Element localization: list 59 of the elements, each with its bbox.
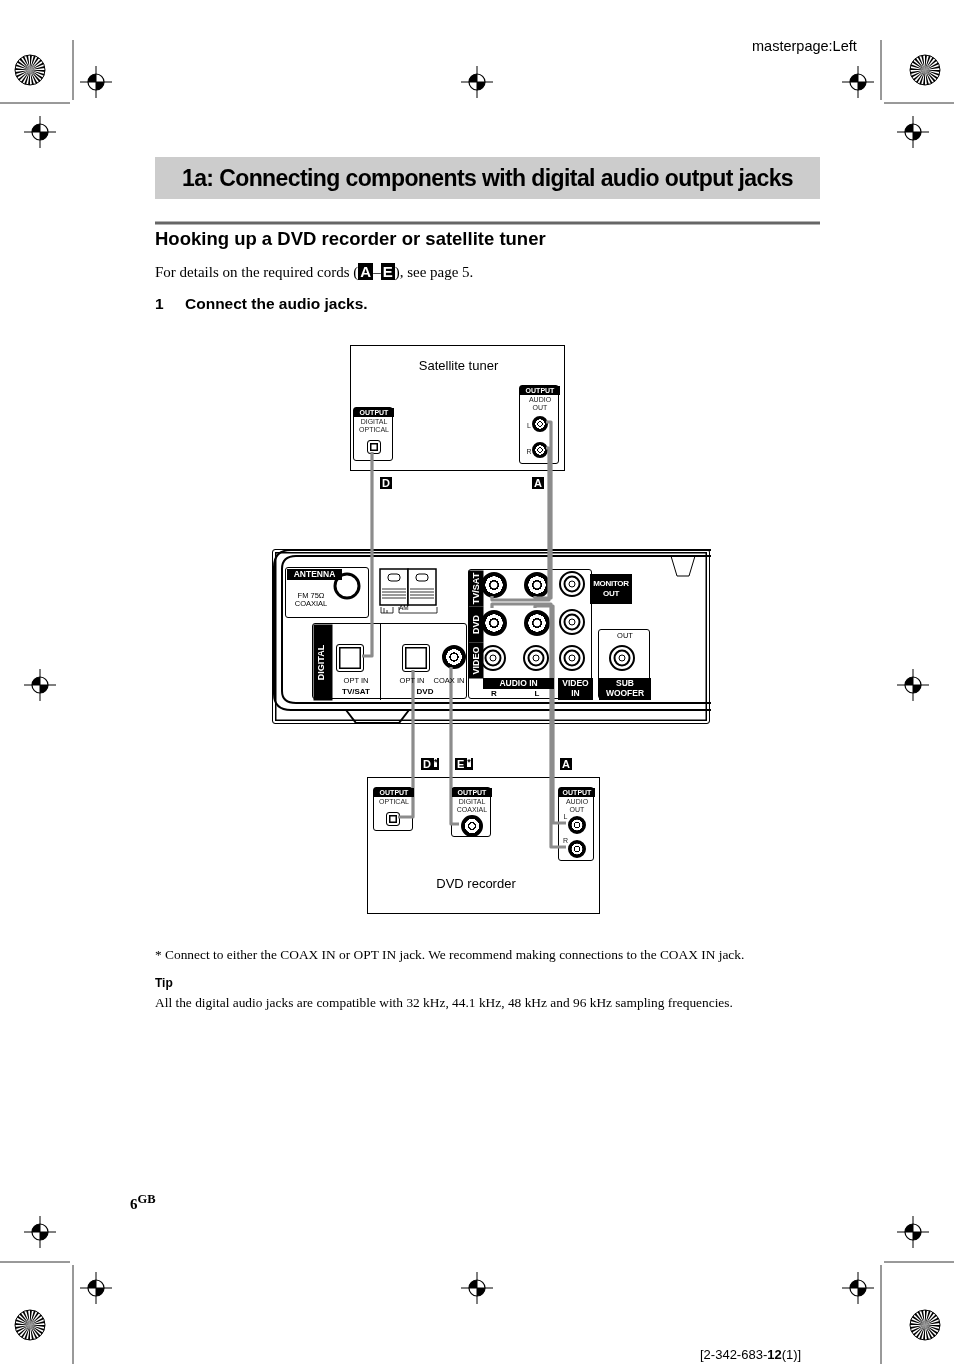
audio-cable	[490, 446, 551, 602]
output-panel	[373, 787, 413, 831]
optical-jack	[402, 644, 430, 672]
channel-label: L	[533, 690, 541, 699]
subwoofer-panel	[598, 629, 650, 699]
section-label: TV/SAT	[341, 688, 371, 698]
tip-heading: Tip	[155, 976, 173, 990]
input-label-text: VIDEO IN	[558, 678, 593, 700]
device-box	[367, 777, 600, 914]
output-panel	[519, 385, 559, 464]
intro-text: For details on the required cords (A–E), see page 5.	[155, 263, 474, 281]
audio-cable	[362, 450, 374, 658]
rca-jack	[524, 610, 550, 636]
row-label: DVD	[468, 606, 484, 642]
coaxial-jack	[442, 645, 466, 669]
channel-label: R	[490, 690, 498, 699]
optical-jack	[336, 644, 364, 672]
audio-cable	[533, 604, 566, 825]
row-label: TV/SAT	[468, 570, 484, 606]
section-label: DVD	[415, 688, 435, 698]
panel-heading: SUB WOOFER	[599, 678, 651, 700]
output-panel	[353, 407, 393, 461]
cord-letter: A	[532, 477, 544, 489]
audio-cable	[533, 420, 553, 600]
cord-letter: D	[380, 477, 392, 489]
rca-jack	[481, 610, 507, 636]
panel-heading: ANTENNA	[287, 569, 342, 580]
audio-cable	[398, 668, 415, 819]
section-title: 1a: Connecting components with digital audio output jacks	[155, 157, 820, 199]
page-number: 6$^{GB}$	[130, 1192, 156, 1213]
optical-jack	[367, 440, 381, 454]
footnote-text: * Connect to either the COAX IN or OPT IN jack. We recommend making connections to the COAX IN jack.	[155, 947, 745, 963]
step-number: 1	[155, 295, 164, 313]
audio-input-panel	[468, 569, 592, 699]
device-name: DVD recorder	[435, 877, 517, 893]
document-code: [2-342-683-12(1)]	[700, 1347, 802, 1362]
output-panel	[451, 787, 491, 837]
row-label: VIDEO	[468, 642, 484, 678]
device-box	[350, 345, 565, 471]
audio-cable	[490, 602, 566, 849]
antenna-panel	[285, 567, 369, 618]
cord-letter: A	[560, 758, 572, 770]
panel-heading: DIGITAL	[313, 624, 332, 700]
rca-jack	[481, 572, 507, 598]
output-panel	[558, 787, 594, 861]
optical-jack	[386, 812, 400, 826]
section-heading: Hooking up a DVD recorder or satellite tuner	[155, 228, 546, 250]
cord-letter: E$^{*}$	[455, 758, 473, 770]
panel-heading: AUDIO IN	[483, 678, 554, 689]
output-label-text: MONITOR OUT	[590, 574, 632, 604]
coaxial-jack	[461, 815, 483, 837]
digital-input-panel	[312, 623, 467, 699]
tip-text: All the digital audio jacks are compatible with 32 kHz, 44.1 kHz, 48 kHz and 96 kHz sampling frequencies.	[155, 995, 733, 1011]
cord-letter: D$^{*}$	[421, 758, 440, 770]
device-name: Satellite tuner	[417, 359, 500, 375]
audio-cable	[449, 665, 459, 826]
masterpage-note: masterpage:Left	[752, 38, 857, 54]
input-section	[380, 624, 468, 700]
step-text: Connect the audio jacks.	[185, 295, 368, 313]
